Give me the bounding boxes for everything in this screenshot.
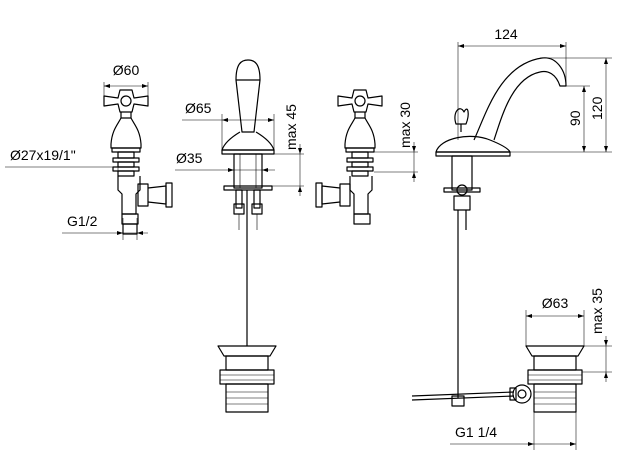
dim-w124: 124 — [457, 26, 567, 140]
label-g114: G1 1/4 — [455, 424, 497, 440]
label-h90: 90 — [567, 110, 583, 126]
label-d65: Ø65 — [185, 100, 212, 116]
label-h120: 120 — [589, 96, 605, 120]
dim-d27: Ø27x19/1" — [5, 147, 119, 172]
dim-max30: max 30 — [374, 102, 418, 182]
dim-g12: G1/2 — [62, 213, 148, 240]
center-popup-assembly — [217, 59, 277, 413]
dim-g114: G1 1/4 — [450, 412, 577, 450]
dim-max45: max 45 — [272, 104, 304, 196]
spout — [411, 57, 567, 407]
dim-max35: max 35 — [582, 288, 612, 382]
label-d35: Ø35 — [176, 150, 203, 166]
label-d27: Ø27x19/1" — [10, 147, 76, 163]
label-w124: 124 — [494, 26, 518, 42]
left-valve — [103, 89, 173, 235]
right-valve — [315, 89, 383, 225]
dim-d63: Ø63 — [525, 295, 585, 346]
label-d60: Ø60 — [113, 62, 140, 78]
dim-d60: Ø60 — [103, 62, 149, 96]
label-d63: Ø63 — [542, 295, 569, 311]
dim-h90: 90 — [510, 85, 612, 153]
label-g12: G1/2 — [67, 213, 98, 229]
label-max30: max 30 — [397, 102, 413, 148]
dim-h120: 120 — [540, 57, 612, 152]
label-max45: max 45 — [283, 104, 299, 150]
label-max35: max 35 — [589, 288, 605, 334]
dim-d35: Ø35 — [175, 150, 275, 176]
right-waste — [509, 345, 585, 413]
dim-d65: Ø65 — [182, 100, 275, 150]
